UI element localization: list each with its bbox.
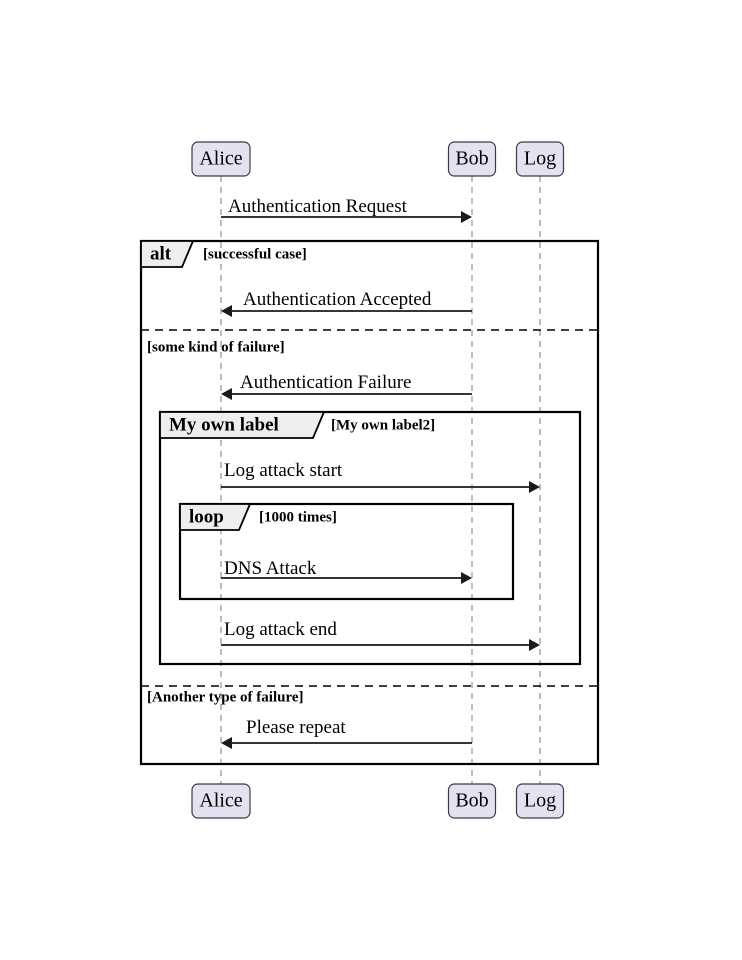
message-please-repeat[interactable]: Please repeat [221,717,472,749]
alt-divider-1-guard-label: [some kind of failure] [147,339,285,355]
loop-fragment-frame [178,502,515,601]
participant-box-log-header[interactable] [515,141,565,177]
message-authentication-failure[interactable]: Authentication Failure [221,372,472,400]
loop-fragment-guard-label: [1000 times] [259,509,337,525]
alt-divider-2-guard-label: [Another type of failure] [147,689,304,705]
message-label-authentication-failure: Authentication Failure [240,372,411,393]
participant-label-log-footer: Log [524,790,556,812]
message-label-dns-attack: DNS Attack [224,558,317,579]
participant-alice-footer[interactable]: Alice [191,783,251,819]
message-label-authentication-accepted: Authentication Accepted [243,289,432,310]
message-arrowhead-authentication-failure [221,388,232,400]
alt-fragment-frame [139,239,600,766]
alt-fragment-guard-label: [successful case] [203,246,307,262]
message-dns-attack[interactable]: DNS Attack [221,558,472,584]
message-log-attack-start[interactable]: Log attack start [221,460,540,493]
participant-label-log-header: Log [524,148,556,170]
participant-box-bob-header[interactable] [447,141,497,177]
my-own-label-fragment-frame [158,410,582,666]
lifelines-layer [220,176,541,784]
participant-label-bob-footer: Bob [455,790,488,812]
participant-log-footer[interactable]: Log [515,783,565,819]
my-own-label-fragment-operator-label: My own label [169,414,279,435]
loop-fragment: loop [1000 times] [178,502,515,601]
message-arrowhead-please-repeat [221,737,232,749]
participant-box-log-footer[interactable] [515,783,565,819]
message-arrowhead-log-attack-end [529,639,540,651]
fragments-layer: alt [successful case] [some kind of failur… [139,239,600,766]
message-arrowhead-dns-attack [461,572,472,584]
loop-fragment-tag [179,503,252,531]
message-authentication-accepted[interactable]: Authentication Accepted [221,289,472,317]
message-authentication-request[interactable]: Authentication Request [221,196,472,223]
message-arrowhead-authentication-request [461,211,472,223]
alt-fragment-tag [140,240,195,268]
message-arrowhead-authentication-accepted [221,305,232,317]
message-label-log-attack-start: Log attack start [224,460,343,481]
alt-fragment-operator-label: alt [150,243,172,264]
participant-box-alice-footer[interactable] [191,783,251,819]
alt-fragment: alt [successful case] [some kind of failur… [139,239,600,766]
participant-box-bob-footer[interactable] [447,783,497,819]
participant-box-alice-header[interactable] [191,141,251,177]
my-own-label-fragment-tag [159,411,326,439]
participant-alice-header[interactable]: Alice [191,141,251,177]
participant-bob-header[interactable]: Bob [447,141,497,177]
message-label-please-repeat: Please repeat [246,717,346,738]
participant-bob-footer[interactable]: Bob [447,783,497,819]
participant-label-alice-footer: Alice [199,790,242,812]
message-label-authentication-request: Authentication Request [228,196,408,217]
participant-log-header[interactable]: Log [515,141,565,177]
participant-label-alice-header: Alice [199,148,242,170]
loop-fragment-operator-label: loop [189,506,224,527]
message-log-attack-end[interactable]: Log attack end [221,619,540,651]
message-arrowhead-log-attack-start [529,481,540,493]
my-own-label-fragment: My own label [My own label2] [158,410,582,666]
participant-label-bob-header: Bob [455,148,488,170]
message-label-log-attack-end: Log attack end [224,619,337,640]
my-own-label-fragment-guard-label: [My own label2] [331,417,435,433]
